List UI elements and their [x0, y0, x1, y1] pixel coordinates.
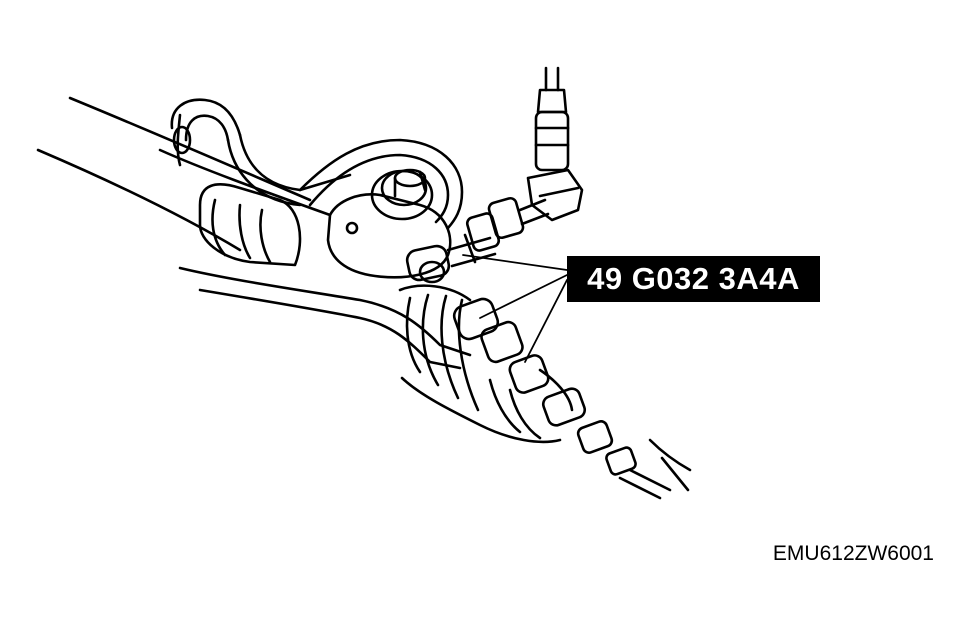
upper-elbow [526, 66, 584, 222]
special-tool-number-label: 49 G032 3A4A [567, 256, 820, 302]
callout-leaders [462, 254, 568, 363]
gear-housing [36, 96, 332, 252]
lower-fitting [452, 297, 692, 500]
upper-fitting [405, 196, 550, 284]
figure-code: EMU612ZW6001 [772, 542, 934, 565]
rack-boot [398, 284, 574, 444]
housing-boot [198, 183, 302, 267]
pipe-loop [298, 138, 464, 230]
